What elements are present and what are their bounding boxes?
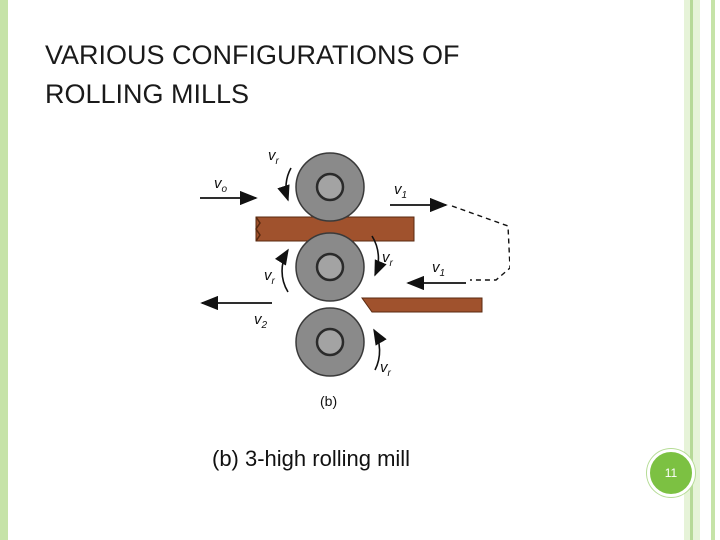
right-frame-line bbox=[690, 0, 693, 540]
rolling-mill-diagram: vr vo v1 vr v1 vr v2 vr (b) bbox=[190, 140, 511, 420]
slide-title-line-2: ROLLING MILLS bbox=[45, 79, 250, 109]
label-v1-lower: v1 bbox=[432, 259, 445, 279]
left-frame-bar bbox=[0, 0, 8, 540]
label-vr-middle-right: vr bbox=[382, 249, 394, 269]
roll-bottom bbox=[295, 307, 365, 377]
page-number-badge: 11 bbox=[647, 449, 695, 497]
slide-title: VARIOUS CONFIGURATIONS OF ROLLING MILLS bbox=[45, 36, 605, 114]
workpiece-upper-edge bbox=[255, 216, 261, 242]
dashed-return-path bbox=[451, 205, 511, 281]
diagram-sublabel: (b) bbox=[320, 393, 337, 409]
slide-title-line-1: VARIOUS CONFIGURATIONS OF bbox=[45, 40, 460, 70]
rotation-arrow-bottom bbox=[373, 328, 387, 371]
page-number: 11 bbox=[664, 466, 678, 480]
roll-middle bbox=[295, 232, 365, 302]
label-v2: v2 bbox=[254, 311, 268, 331]
label-vo: vo bbox=[214, 175, 228, 195]
right-frame-bar bbox=[711, 0, 715, 540]
label-vr-middle-left: vr bbox=[264, 267, 276, 287]
roll-top bbox=[295, 152, 365, 222]
label-vr-top: vr bbox=[268, 147, 280, 167]
rotation-arrow-middle-left bbox=[274, 248, 289, 293]
rotation-arrow-top bbox=[277, 167, 292, 202]
rolling-mill-svg: vr vo v1 vr v1 vr v2 vr (b) bbox=[200, 147, 511, 409]
figure-caption: (b) 3‑high rolling mill bbox=[212, 446, 411, 471]
workpiece-lower bbox=[361, 297, 483, 313]
label-vr-bottom: vr bbox=[380, 359, 392, 379]
rotation-arrow-middle-right bbox=[371, 235, 387, 277]
label-v1-upper: v1 bbox=[394, 181, 407, 201]
